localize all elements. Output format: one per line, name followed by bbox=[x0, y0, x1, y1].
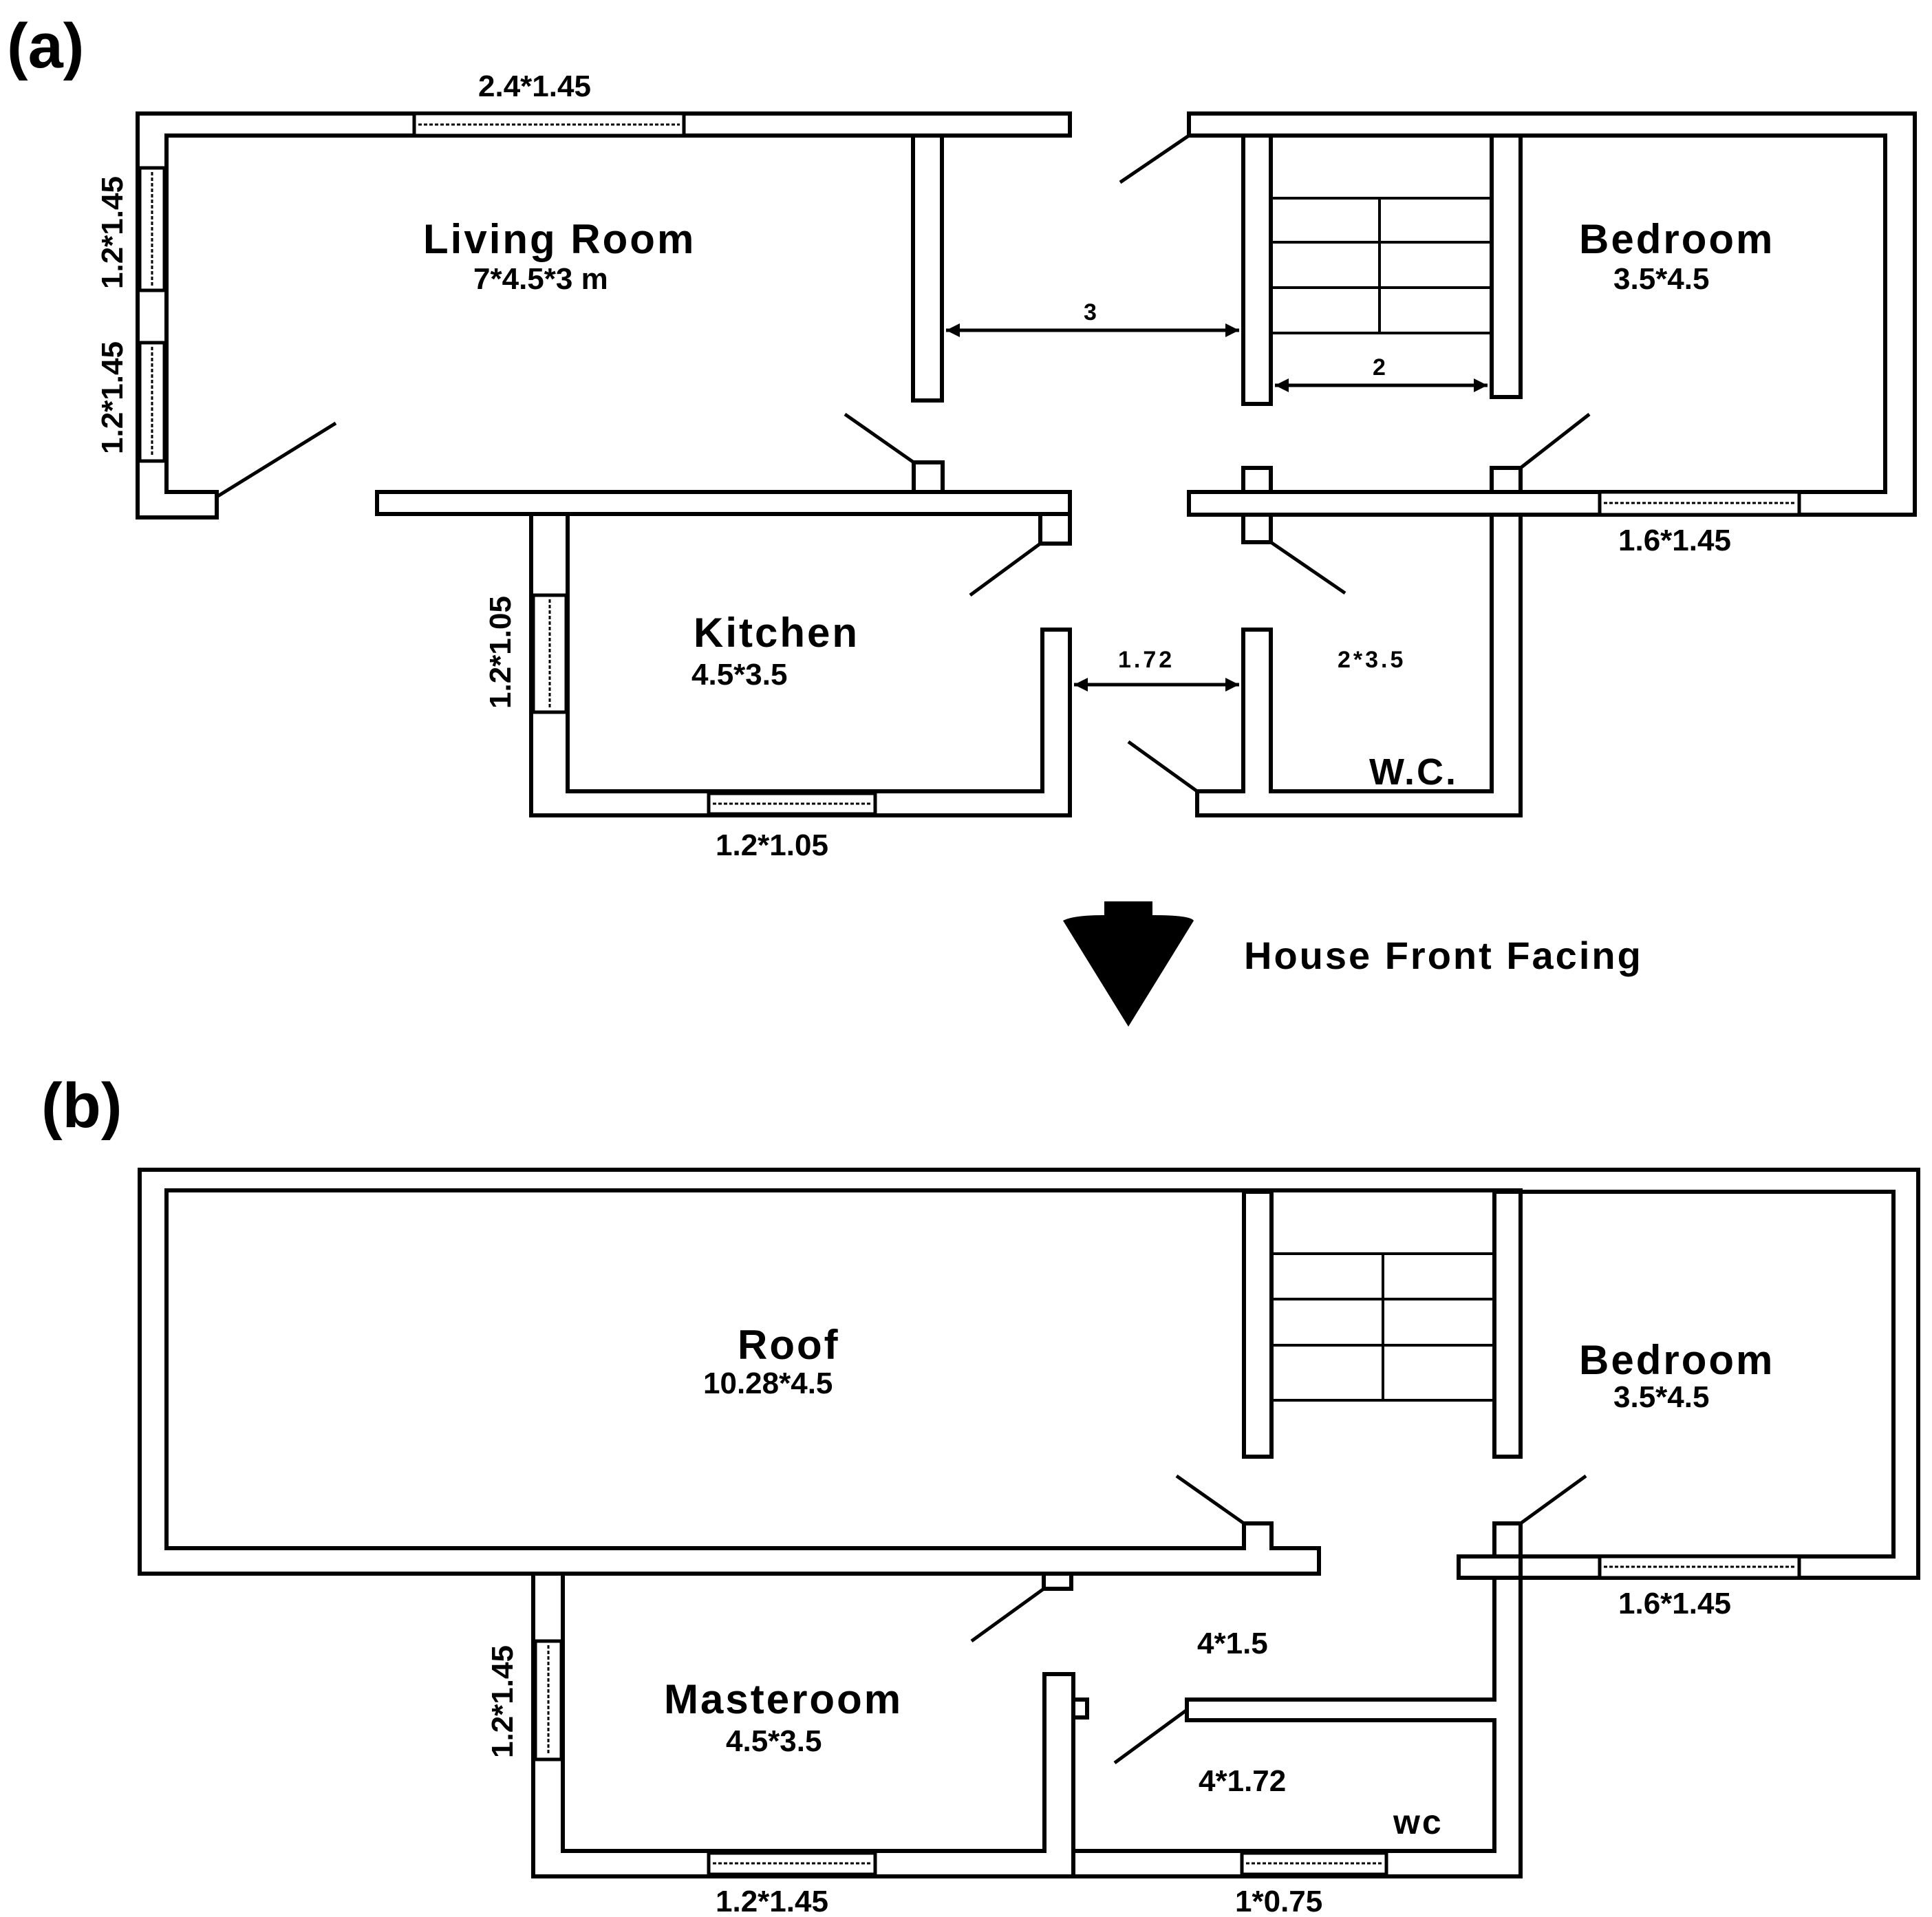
window-kitchen-bottom-size: 1.2*1.05 bbox=[716, 828, 828, 862]
door-swing bbox=[1175, 1474, 1245, 1525]
door-swing bbox=[1119, 133, 1190, 184]
living-room-size: 7*4.5*3 m bbox=[473, 262, 608, 296]
hall-size: 4*1.5 bbox=[1197, 1627, 1268, 1660]
bedroom-bottom-wall bbox=[1457, 1554, 1523, 1580]
door-swing bbox=[1519, 1474, 1587, 1525]
passage-dimension: 1.72 bbox=[1118, 647, 1174, 673]
window-kitchen-left bbox=[531, 593, 568, 714]
bedroom-size: 3.5*4.5 bbox=[1613, 1380, 1709, 1414]
front-facing-indicator: House Front Facing bbox=[1063, 901, 1643, 1027]
living-room-bottom-wall bbox=[375, 490, 1072, 516]
wc-size: 4*1.72 bbox=[1199, 1764, 1286, 1798]
wall-stub bbox=[1038, 512, 1072, 546]
door-swing bbox=[1269, 540, 1346, 595]
stair-left-wall bbox=[1242, 1190, 1274, 1459]
front-direction-arrow-icon bbox=[1063, 901, 1194, 1027]
kitchen-size: 4.5*3.5 bbox=[691, 658, 787, 692]
masteroom-label: Masteroom bbox=[664, 1676, 903, 1722]
wc-size: 2*3.5 bbox=[1338, 647, 1406, 673]
first-floor-plan: Roof 10.28*4.5 Bedroom 3.5*4.5 Masteroom… bbox=[138, 1168, 1920, 1917]
living-room-walls bbox=[136, 111, 1072, 520]
wall-stub bbox=[1492, 1521, 1523, 1559]
window-bedroom-bottom-size: 1.6*1.45 bbox=[1618, 524, 1731, 557]
panel-a-label: (a) bbox=[7, 11, 84, 81]
bedroom-label: Bedroom bbox=[1579, 216, 1774, 262]
window-living-left-1-size: 1.2*1.45 bbox=[96, 176, 129, 289]
door-swing bbox=[1519, 413, 1591, 469]
wc-walls bbox=[1071, 1576, 1523, 1878]
door-swing bbox=[215, 421, 337, 499]
window-living-top-size: 2.4*1.45 bbox=[478, 69, 591, 103]
wc-label: W.C. bbox=[1369, 751, 1458, 793]
window-bedroom-bottom-size: 1.6*1.45 bbox=[1618, 1587, 1731, 1620]
wc-label: wc bbox=[1393, 1803, 1443, 1841]
living-room-right-wall bbox=[911, 133, 944, 403]
panel-b-label: (b) bbox=[41, 1071, 122, 1141]
window-masteroom-bottom-size: 1.2*1.45 bbox=[716, 1885, 828, 1917]
wall-stub bbox=[1042, 1572, 1073, 1591]
stair-left-wall bbox=[1241, 133, 1273, 406]
kitchen-label: Kitchen bbox=[694, 610, 859, 656]
wall-stub bbox=[1241, 466, 1273, 494]
front-facing-label: House Front Facing bbox=[1244, 934, 1643, 977]
staircase bbox=[1271, 197, 1492, 334]
wall-stub bbox=[1071, 1698, 1089, 1720]
window-masteroom-left-size: 1.2*1.45 bbox=[486, 1645, 519, 1758]
window-wc-bottom-size: 1*0.75 bbox=[1235, 1885, 1322, 1917]
living-room-label: Living Room bbox=[423, 216, 696, 262]
staircase bbox=[1271, 1252, 1494, 1402]
stair-right-wall bbox=[1490, 133, 1523, 399]
door-swing bbox=[1113, 1708, 1188, 1765]
corridor-dimension: 3 bbox=[1084, 299, 1099, 325]
door-swing bbox=[844, 412, 915, 464]
door-swing bbox=[1127, 740, 1199, 793]
wc-walls bbox=[1195, 513, 1523, 817]
wall-stub bbox=[1241, 513, 1273, 544]
window-kitchen-left-size: 1.2*1.05 bbox=[484, 596, 517, 709]
ground-floor-plan: Living Room 7*4.5*3 m Bedroom 3.5*4.5 Ki… bbox=[96, 69, 1917, 862]
masteroom-size: 4.5*3.5 bbox=[726, 1724, 822, 1758]
wall-stub bbox=[1490, 466, 1523, 494]
wall-stub bbox=[912, 460, 945, 494]
window-living-left-2-size: 1.2*1.45 bbox=[96, 341, 129, 454]
bedroom-size: 3.5*4.5 bbox=[1613, 262, 1709, 296]
stair-right-wall bbox=[1492, 1190, 1523, 1459]
bedroom-label: Bedroom bbox=[1579, 1337, 1774, 1383]
kitchen-walls bbox=[529, 512, 1072, 817]
door-swing bbox=[970, 1587, 1045, 1643]
roof-size: 10.28*4.5 bbox=[703, 1367, 833, 1400]
bedroom-walls bbox=[1187, 111, 1917, 517]
door-swing bbox=[969, 542, 1042, 597]
stair-dimension: 2 bbox=[1373, 354, 1388, 381]
roof-label: Roof bbox=[738, 1322, 840, 1368]
